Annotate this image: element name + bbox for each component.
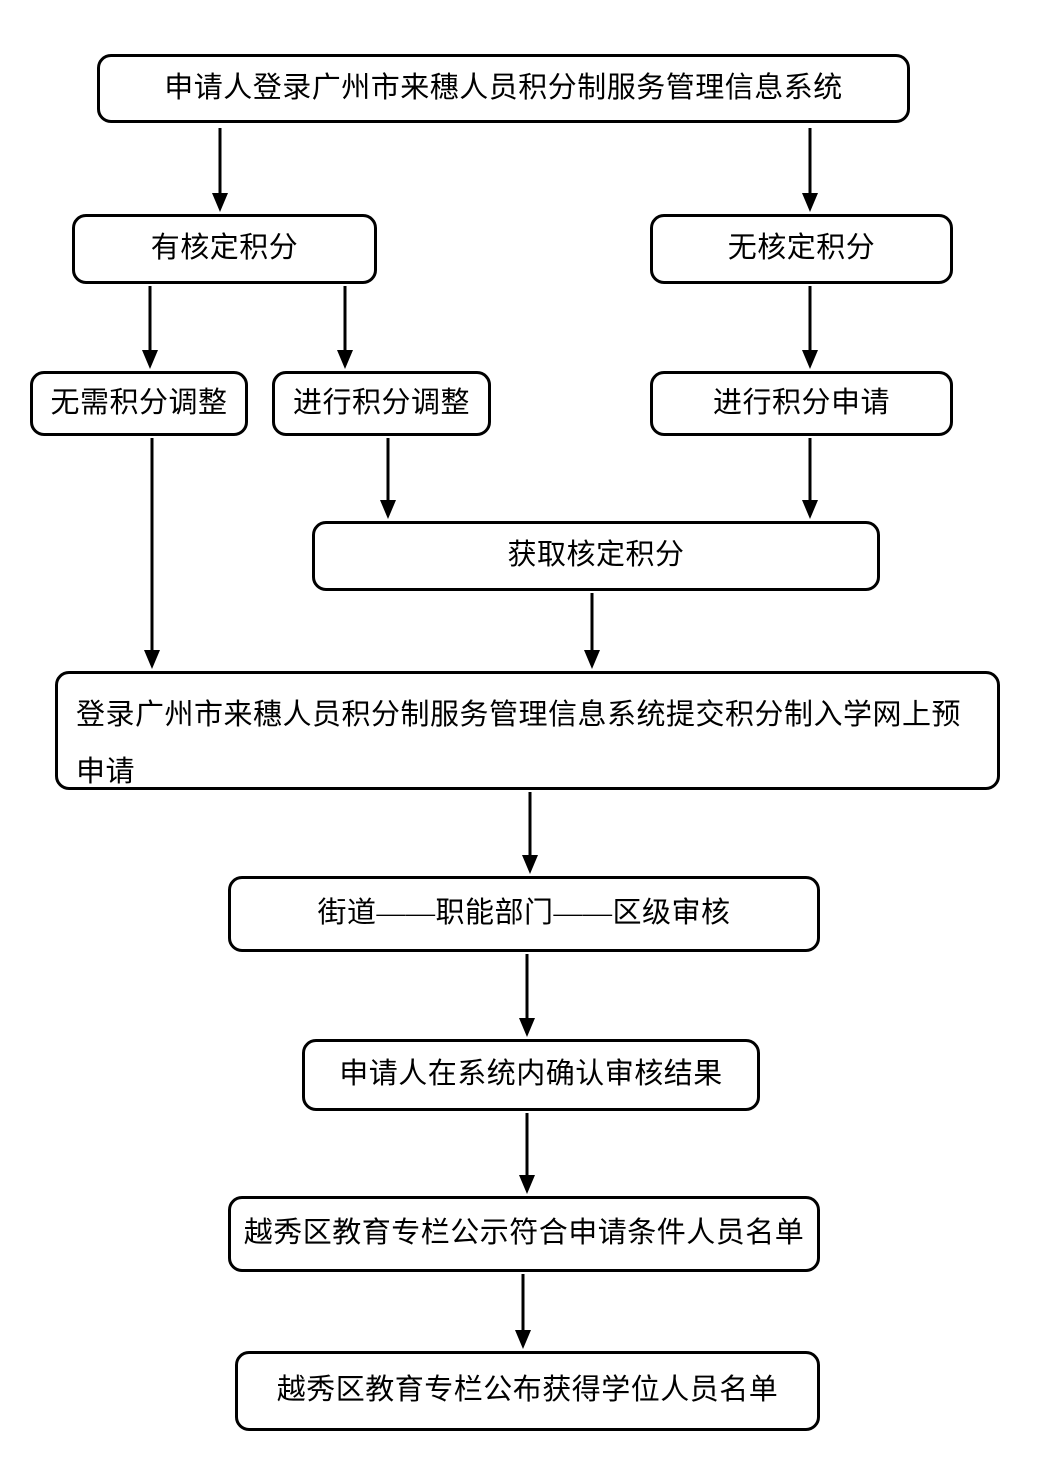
arrowhead-down-icon (802, 193, 818, 212)
node-submit-pre-application: 登录广州市来穗人员积分制服务管理信息系统提交积分制入学网上预申请 (55, 671, 1000, 790)
arrow-do-adjust-to-get-points (380, 438, 396, 519)
arrow-has-points-to-no-adjust (142, 286, 158, 369)
arrow-shaft (590, 593, 594, 652)
node-obtain-approved-points: 获取核定积分 (312, 521, 880, 591)
arrowhead-down-icon (144, 650, 160, 669)
arrowhead-down-icon (337, 350, 353, 369)
arrowhead-down-icon (380, 500, 396, 519)
arrowhead-down-icon (519, 1018, 535, 1037)
node-do-points-adjustment: 进行积分调整 (272, 371, 491, 436)
node-do-points-adjustment-label: 进行积分调整 (292, 386, 470, 419)
node-has-approved-points: 有核定积分 (72, 214, 377, 284)
arrow-shaft (343, 286, 347, 352)
node-street-department-district-review-label: 街道——职能部门——区级审核 (317, 897, 731, 930)
arrow-shaft (525, 1113, 529, 1177)
arrow-shaft (525, 954, 529, 1020)
arrow-login-to-no-points (802, 128, 818, 212)
arrowhead-down-icon (584, 650, 600, 669)
arrow-shaft (808, 438, 812, 502)
arrow-shaft (218, 128, 222, 195)
arrow-shaft (386, 438, 390, 502)
arrowhead-down-icon (212, 193, 228, 212)
arrow-shaft (521, 1274, 525, 1332)
arrowhead-down-icon (522, 855, 538, 874)
node-publish-admitted-list-label: 越秀区教育专栏公布获得学位人员名单 (276, 1374, 779, 1407)
arrow-shaft (148, 286, 152, 352)
arrow-shaft (808, 128, 812, 195)
node-publicize-qualified-list: 越秀区教育专栏公示符合申请条件人员名单 (228, 1196, 820, 1272)
node-submit-pre-application-label: 登录广州市来穗人员积分制服务管理信息系统提交积分制入学网上预申请 (76, 699, 962, 788)
node-no-adjustment-needed: 无需积分调整 (30, 371, 248, 436)
node-obtain-approved-points-label: 获取核定积分 (507, 539, 685, 572)
node-login-system-label: 申请人登录广州市来穗人员积分制服务管理信息系统 (164, 71, 843, 104)
node-has-approved-points-label: 有核定积分 (150, 232, 299, 265)
arrow-submit-to-review (522, 792, 538, 874)
arrow-login-to-has-points (212, 128, 228, 212)
arrowhead-down-icon (142, 350, 158, 369)
node-confirm-review-result-label: 申请人在系统内确认审核结果 (339, 1058, 723, 1091)
node-no-approved-points: 无核定积分 (650, 214, 953, 284)
node-publicize-qualified-list-label: 越秀区教育专栏公示符合申请条件人员名单 (243, 1217, 805, 1250)
node-publish-admitted-list: 越秀区教育专栏公布获得学位人员名单 (235, 1351, 820, 1431)
node-confirm-review-result: 申请人在系统内确认审核结果 (302, 1039, 760, 1111)
node-login-system: 申请人登录广州市来穗人员积分制服务管理信息系统 (97, 54, 910, 123)
arrow-shaft (808, 286, 812, 352)
node-street-department-district-review: 街道——职能部门——区级审核 (228, 876, 820, 952)
arrowhead-down-icon (802, 350, 818, 369)
arrow-shortlist-to-final (515, 1274, 531, 1349)
arrowhead-down-icon (802, 500, 818, 519)
arrow-review-to-confirm (519, 954, 535, 1037)
arrowhead-down-icon (515, 1330, 531, 1349)
arrow-no-adjust-to-submit (144, 438, 160, 669)
arrow-no-points-to-do-apply (802, 286, 818, 369)
arrow-do-apply-to-get-points (802, 438, 818, 519)
arrow-shaft (528, 792, 532, 857)
node-do-points-application-label: 进行积分申请 (712, 386, 890, 419)
arrow-shaft (150, 438, 154, 652)
node-no-approved-points-label: 无核定积分 (727, 232, 876, 265)
arrow-confirm-to-shortlist (519, 1113, 535, 1194)
node-do-points-application: 进行积分申请 (650, 371, 953, 436)
node-no-adjustment-needed-label: 无需积分调整 (50, 386, 228, 419)
arrowhead-down-icon (519, 1175, 535, 1194)
arrow-get-points-to-submit (584, 593, 600, 669)
arrow-has-points-to-do-adjust (337, 286, 353, 369)
